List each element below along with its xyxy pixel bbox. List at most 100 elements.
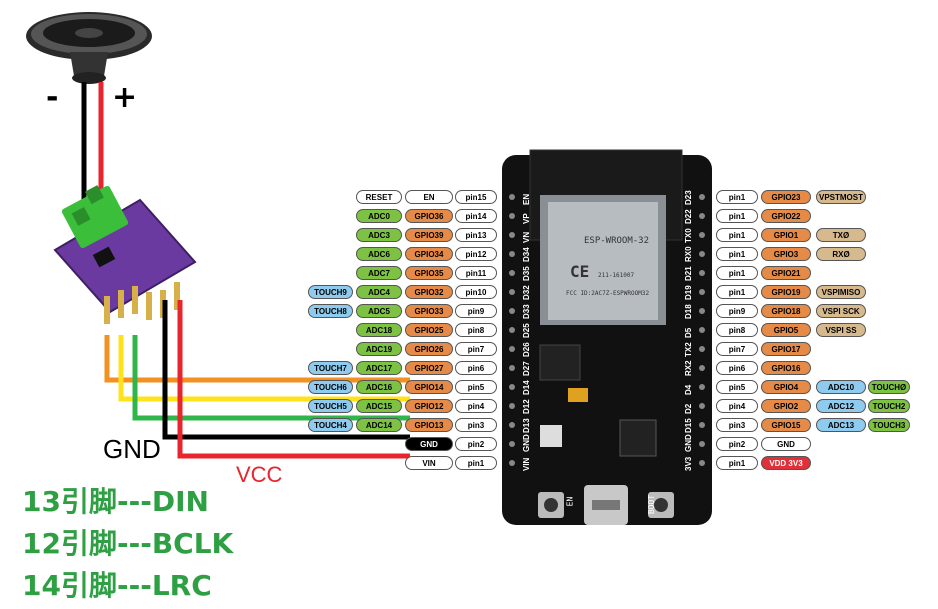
pin-label: pin11	[455, 266, 497, 280]
function-label: ADC6	[356, 247, 402, 261]
pin-label: pin5	[716, 380, 758, 394]
touch-label: TOUCH9	[308, 285, 353, 299]
gpio-label: GPIO19	[761, 285, 811, 299]
function-label: ADC7	[356, 266, 402, 280]
gpio-label: GND	[405, 437, 453, 451]
pin-label: pin6	[716, 361, 758, 375]
gpio-label: GPIO27	[405, 361, 453, 375]
gpio-label: GPIO17	[761, 342, 811, 356]
gnd-wire-label: GND	[103, 434, 161, 464]
gpio-label: GPIO5	[761, 323, 811, 337]
header-pin-label: D13	[522, 418, 531, 433]
gpio-label: GPIO1	[761, 228, 811, 242]
touch-label: TOUCH2	[868, 399, 910, 413]
gpio-label: GPIO14	[405, 380, 453, 394]
touch-label: TOUCH7	[308, 361, 353, 375]
gpio-label: VIN	[405, 456, 453, 470]
header-pin-label: D35	[522, 266, 531, 281]
pin-label: pin3	[455, 418, 497, 432]
function-label: VSPI SS	[816, 323, 866, 337]
function-label: ADC12	[816, 399, 866, 413]
header-pin-label: VP	[522, 213, 531, 224]
pin-label: pin3	[716, 418, 758, 432]
pin-label: pin10	[455, 285, 497, 299]
function-label: TXØ	[816, 228, 866, 242]
gpio-label: GPIO26	[405, 342, 453, 356]
function-label: ADC4	[356, 285, 402, 299]
header-pin-label: 3V3	[684, 456, 693, 471]
vcc-wire-label: VCC	[236, 462, 283, 487]
en-button-label: EN	[565, 496, 575, 507]
header-pin-label: D19	[684, 285, 693, 300]
header-pin-label: D21	[684, 266, 693, 281]
header-pin-label: D18	[684, 304, 693, 319]
header-pin-label: D32	[522, 285, 531, 300]
pin-label: pin1	[716, 209, 758, 223]
touch-label: TOUCH5	[308, 399, 353, 413]
header-pin-label: D15	[684, 418, 693, 433]
header-pin-label: EN	[522, 193, 531, 205]
header-pin-label: RX0	[684, 246, 693, 262]
pin-label: pin15	[455, 190, 497, 204]
pin-label: pin9	[455, 304, 497, 318]
gpio-label: GPIO4	[761, 380, 811, 394]
function-label: ADC0	[356, 209, 402, 223]
header-pin-label: D12	[522, 399, 531, 414]
pin-label: pin1	[716, 456, 758, 470]
gpio-label: GPIO35	[405, 266, 453, 280]
note-lrc: 14引脚---LRC	[22, 569, 212, 602]
gpio-label: GPIO15	[761, 418, 811, 432]
header-pin-label: D2	[684, 403, 693, 414]
function-label: ADC13	[816, 418, 866, 432]
function-label: RESET	[356, 190, 402, 204]
cert-code: 211-161007	[598, 272, 635, 279]
header-pin-label: D26	[522, 342, 531, 357]
pin-label: pin9	[716, 304, 758, 318]
header-pin-label: D23	[684, 190, 693, 205]
pin-label: pin8	[716, 323, 758, 337]
boot-button-label: BOOT	[647, 494, 657, 515]
touch-label: TOUCHØ	[868, 380, 910, 394]
header-pin-label: RX2	[684, 360, 693, 376]
function-label: ADC16	[356, 380, 402, 394]
function-label: ADC3	[356, 228, 402, 242]
note-din: 13引脚---DIN	[22, 485, 209, 518]
pin-label: pin1	[716, 228, 758, 242]
pin-label: pin6	[455, 361, 497, 375]
touch-label: TOUCH3	[868, 418, 910, 432]
header-pin-label: TX2	[684, 342, 693, 357]
esp32-board	[502, 149, 712, 525]
function-label: ADC14	[356, 418, 402, 432]
function-label: VSPIMISO	[816, 285, 866, 299]
header-pin-label: VN	[522, 231, 531, 243]
function-label: ADC10	[816, 380, 866, 394]
header-pin-label: GND	[684, 434, 693, 452]
header-pin-label: D14	[522, 380, 531, 395]
function-label: ADC19	[356, 342, 402, 356]
speaker-plus-label: +	[112, 80, 138, 115]
touch-label: TOUCH8	[308, 304, 353, 318]
amplifier-module	[53, 185, 197, 324]
gpio-label: GPIO39	[405, 228, 453, 242]
function-label: ADC15	[356, 399, 402, 413]
header-pin-label: VIN	[522, 457, 531, 471]
header-pin-label: D4	[684, 384, 693, 395]
gpio-label: GPIO18	[761, 304, 811, 318]
gpio-label: GPIO32	[405, 285, 453, 299]
pin-label: pin13	[455, 228, 497, 242]
pin-label: pin7	[716, 342, 758, 356]
touch-label: TOUCH6	[308, 380, 353, 394]
pin-label: pin12	[455, 247, 497, 261]
pin-label: pin4	[455, 399, 497, 413]
gpio-label: GPIO12	[405, 399, 453, 413]
pin-label: pin1	[716, 190, 758, 204]
function-label: ADC5	[356, 304, 402, 318]
module-name: ESP-WROOM-32	[584, 236, 650, 246]
gpio-label: GPIO13	[405, 418, 453, 432]
pin-label: pin14	[455, 209, 497, 223]
gpio-label: VDD 3V3	[761, 456, 811, 470]
speaker-minus-label: -	[46, 80, 59, 115]
speaker-icon	[26, 12, 152, 84]
gpio-label: GPIO23	[761, 190, 811, 204]
